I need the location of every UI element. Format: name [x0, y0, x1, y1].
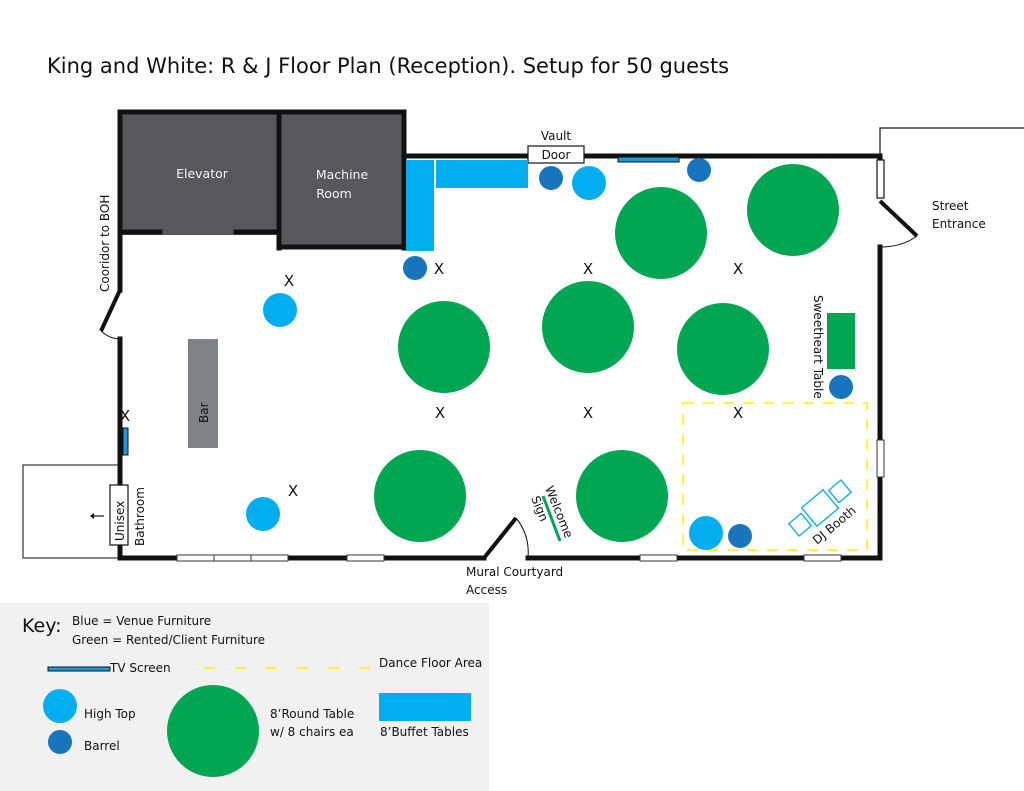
dj-speaker: [787, 512, 813, 537]
legend-line-1: Blue = Venue Furniture: [72, 614, 211, 628]
dj-table: [800, 488, 840, 528]
barrel[interactable]: [829, 375, 853, 399]
x-mark: X: [733, 404, 743, 422]
street-annex-outline: [879, 127, 1024, 158]
dance-floor-area: [682, 402, 868, 551]
machine-room-label-1: Machine: [316, 167, 369, 182]
x-mark: X: [284, 272, 294, 290]
street-window: [876, 159, 885, 199]
barrel[interactable]: [403, 256, 427, 280]
barrel[interactable]: [687, 158, 711, 182]
buffet-table[interactable]: [406, 160, 434, 251]
legend-heading: Key:: [22, 615, 61, 637]
legend-barrel-label: Barrel: [84, 739, 120, 753]
round-table[interactable]: [747, 164, 839, 256]
machine-room: [281, 113, 404, 247]
round-table[interactable]: [542, 281, 634, 373]
x-mark: X: [434, 260, 444, 278]
legend-round-table-label-1: 8’Round Table: [270, 707, 354, 721]
round-table[interactable]: [374, 450, 466, 542]
round-table[interactable]: [398, 301, 490, 393]
high-top[interactable]: [572, 166, 606, 200]
legend-dance-label: Dance Floor Area: [379, 656, 482, 670]
mural-label-2: Access: [466, 583, 507, 597]
bathroom-door[interactable]: [109, 484, 129, 546]
x-mark: X: [733, 260, 743, 278]
tv-screen: [122, 427, 129, 456]
legend-tv-icon: [47, 666, 111, 672]
tv-screen: [617, 156, 680, 163]
round-table[interactable]: [615, 187, 707, 279]
round-table[interactable]: [576, 450, 668, 542]
mural-courtyard-door[interactable]: [482, 516, 518, 560]
x-mark: X: [583, 260, 593, 278]
round-table[interactable]: [677, 303, 769, 395]
street-entrance-door[interactable]: [878, 199, 919, 238]
bottom-windows: [176, 554, 842, 562]
x-marks: X X X X X X X X X: [120, 260, 743, 500]
street-entrance-label-1: Street: [932, 199, 969, 213]
legend-high-top-label: High Top: [84, 707, 136, 721]
legend-round-table-label-2: w/ 8 chairs ea: [270, 725, 354, 739]
x-mark: X: [288, 482, 298, 500]
vault-door[interactable]: [527, 145, 585, 164]
right-window: [876, 439, 885, 478]
sweetheart-label: Sweetheart Table: [811, 295, 825, 399]
high-top[interactable]: [689, 516, 723, 550]
buffet-table[interactable]: [436, 160, 528, 188]
legend: Key: Blue = Venue Furniture Green = Rent…: [0, 603, 489, 791]
barrel[interactable]: [728, 524, 752, 548]
x-mark: X: [583, 404, 593, 422]
machine-room-label-2: Room: [316, 186, 352, 201]
bathroom-label: Bathroom: [133, 487, 147, 546]
elevator-room: [121, 113, 279, 235]
x-mark: X: [435, 404, 445, 422]
bathroom-annex: [22, 464, 120, 559]
high-top[interactable]: [263, 293, 297, 327]
high-top[interactable]: [246, 497, 280, 531]
corridor-door[interactable]: [99, 289, 122, 332]
dj-booth[interactable]: [786, 477, 854, 539]
legend-buffet-label: 8’Buffet Tables: [380, 725, 469, 739]
vault-door-label: Door: [542, 148, 571, 162]
dj-speaker: [827, 479, 853, 504]
mural-label-1: Mural Courtyard: [466, 565, 563, 579]
street-entrance-label-2: Entrance: [932, 217, 986, 231]
corridor-label: Cooridor to BOH: [98, 195, 112, 292]
plan-title: King and White: R & J Floor Plan (Recept…: [47, 54, 729, 78]
legend-barrel-icon: [48, 730, 72, 754]
round-tables: [374, 164, 839, 542]
legend-line-2: Green = Rented/Client Furniture: [72, 633, 265, 647]
street-door-swing: [879, 235, 918, 248]
elevator-label: Elevator: [176, 166, 229, 181]
legend-high-top-icon: [43, 689, 77, 723]
welcome-sign: [541, 495, 562, 542]
sweetheart-table[interactable]: [827, 313, 855, 369]
vault-label: Vault: [541, 129, 572, 143]
mural-door-swing: [515, 517, 529, 559]
legend-round-table-icon: [167, 685, 259, 777]
corridor-door-swing: [100, 330, 121, 340]
bathroom-sign: Unisex: [113, 501, 127, 541]
legend-tv-label: TV Screen: [109, 661, 171, 675]
bar[interactable]: [188, 339, 218, 448]
exit-arrow-icon: [90, 513, 104, 519]
barrel[interactable]: [539, 166, 563, 190]
legend-buffet-icon: [379, 693, 471, 721]
x-mark: X: [120, 407, 130, 425]
bar-label: Bar: [197, 402, 211, 423]
